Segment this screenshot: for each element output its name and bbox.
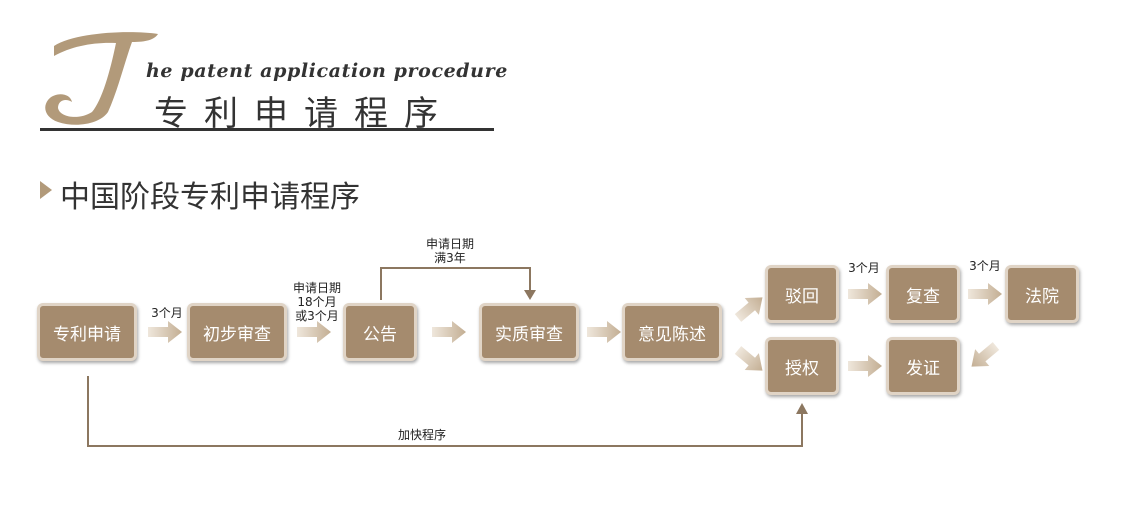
section-title: 中国阶段专利申请程序 <box>60 180 360 215</box>
label-publish-to-substantive-line2: 满3年 <box>434 251 466 265</box>
connector-expedited <box>87 376 803 447</box>
arrow-substantive-to-opinion-icon <box>587 321 621 343</box>
node-patent-application: 专利申请 <box>37 303 137 361</box>
arrow-opinion-to-reject-icon <box>734 297 763 322</box>
label-expedited: 加快程序 <box>397 428 446 442</box>
label-reject-to-review: 3个月 <box>848 261 880 275</box>
connector-expedited-arrowhead-icon <box>796 403 808 414</box>
arrow-opinion-to-grant-icon <box>734 346 763 371</box>
node-opinion-statement: 意见陈述 <box>622 303 722 361</box>
subtitle-english: he patent application procedure <box>146 60 508 82</box>
label-publish-to-substantive-line1: 申请日期 <box>425 237 474 251</box>
node-rejection: 驳回 <box>765 265 839 323</box>
arrow-court-to-certificate-icon <box>971 342 1000 367</box>
arrow-apply-to-prelim-icon <box>148 321 182 343</box>
label-publish-to-substantive: 申请日期 满3年 <box>418 237 482 265</box>
node-review: 复查 <box>886 265 960 323</box>
label-review-to-court: 3个月 <box>969 259 1001 273</box>
node-certificate: 发证 <box>886 337 960 395</box>
connector-publish-substantive <box>380 267 531 300</box>
connector-publish-substantive-arrowhead-icon <box>524 290 536 300</box>
arrow-prelim-to-publish-icon <box>297 321 331 343</box>
label-apply-to-prelim: 3个月 <box>151 306 183 320</box>
node-court: 法院 <box>1005 265 1079 323</box>
header-logo: he patent application procedure 专利申请程序 <box>36 28 508 136</box>
section-triangle-icon <box>40 181 52 199</box>
node-substantive-examination: 实质审查 <box>479 303 579 361</box>
label-prelim-to-publish-line1: 申请日期 <box>292 281 341 295</box>
label-prelim-to-publish: 申请日期 18个月 或3个月 <box>286 281 348 323</box>
arrow-publish-to-substantive-icon <box>432 321 466 343</box>
label-prelim-to-publish-line3: 或3个月 <box>295 309 339 323</box>
page-title: 专利申请程序 <box>154 94 454 134</box>
arrow-review-to-court-icon <box>968 283 1002 305</box>
header-divider <box>40 128 494 131</box>
node-publication: 公告 <box>343 303 417 361</box>
arrow-grant-to-certificate-icon <box>848 355 882 377</box>
t-letter-logo-icon <box>45 32 159 125</box>
node-preliminary-examination: 初步审查 <box>187 303 287 361</box>
arrow-reject-to-review-icon <box>848 283 882 305</box>
label-prelim-to-publish-line2: 18个月 <box>297 295 337 309</box>
node-grant: 授权 <box>765 337 839 395</box>
